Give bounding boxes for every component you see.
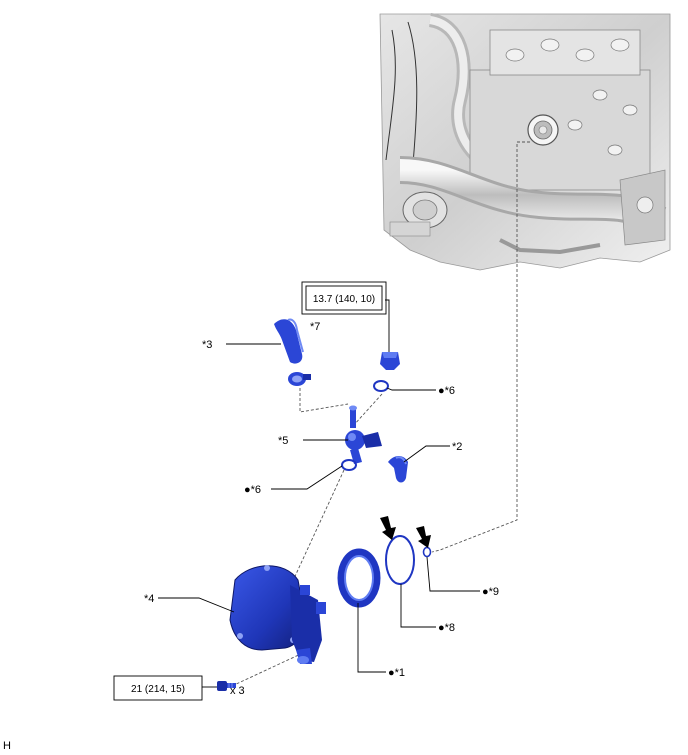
leader-lines [158, 299, 480, 688]
engine-illustration [379, 13, 671, 271]
bolt [217, 681, 236, 691]
o-ring-part-8 [385, 535, 415, 585]
callout-2: *2 [452, 441, 462, 453]
callout-4: *4 [144, 593, 154, 605]
callout-6-upper: ●*6 [438, 385, 455, 397]
reference-lines [231, 141, 530, 687]
union-part-5 [345, 405, 382, 464]
tube-part-2 [388, 456, 408, 483]
torque-value-upper: 13.7 (140, 10) [313, 294, 375, 305]
torque-box-lower: 21 (214, 15) [113, 675, 203, 701]
o-ring-part-9 [422, 546, 432, 558]
gasket-part-6-lower [341, 459, 357, 471]
callout-6-lower: ●*6 [244, 484, 261, 496]
union-bolt [380, 352, 400, 370]
hose-clamp-part-7 [288, 372, 311, 386]
bolt-quantity: x 3 [230, 685, 245, 697]
seal-ring-part-1 [337, 548, 381, 608]
down-arrow-icon [416, 526, 431, 548]
torque-value-lower: 21 (214, 15) [131, 684, 185, 695]
down-arrow-icon [380, 516, 396, 540]
callout-7: *7 [310, 321, 320, 333]
gasket-part-6-upper [373, 380, 389, 392]
corner-code: H [3, 740, 11, 752]
callout-9: ●*9 [482, 586, 499, 598]
callout-5: *5 [278, 435, 288, 447]
vacuum-pump-part-4 [229, 565, 326, 664]
torque-box-upper: 13.7 (140, 10) [301, 281, 387, 315]
callout-3: *3 [202, 339, 212, 351]
hose-part-3 [274, 318, 304, 364]
callout-1: ●*1 [388, 667, 405, 679]
callout-8: ●*8 [438, 622, 455, 634]
